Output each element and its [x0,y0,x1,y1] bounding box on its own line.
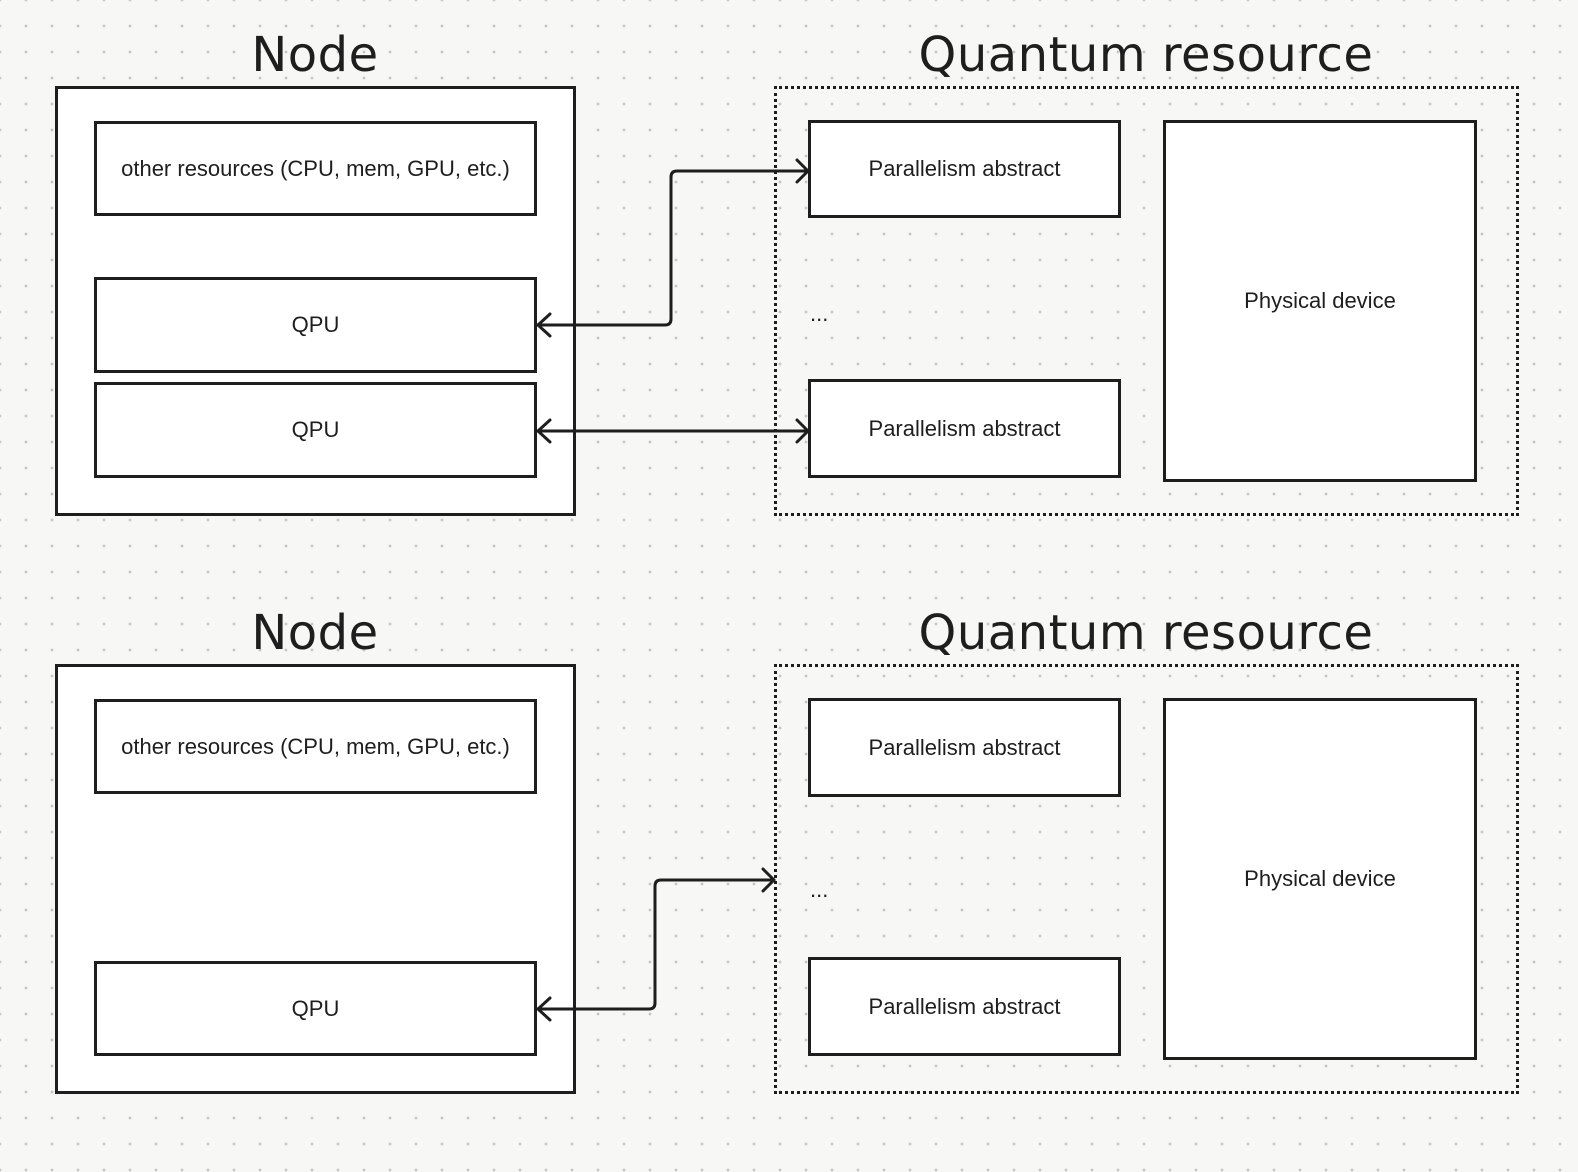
parallelism-abstract-box[interactable]: Parallelism abstract [808,379,1121,478]
node-title: Node [251,605,379,661]
arrowhead-right [795,418,810,444]
parallelism-abstract-box[interactable]: Parallelism abstract [808,698,1121,797]
physical-device-box[interactable]: Physical device [1163,698,1477,1060]
qpu-label: QPU [291,312,340,337]
other-resources-box[interactable]: other resources (CPU, mem, GPU, etc.) [94,699,537,794]
connector-qpu-to-abstract [536,169,810,327]
ellipsis: ... [810,877,829,902]
ellipsis: ... [810,301,829,326]
parallelism-abstract-label: Parallelism abstract [868,993,1061,1019]
other-resources-label: other resources (CPU, mem, GPU, etc.) [121,155,510,181]
quantum-resource-container[interactable] [774,664,1519,1094]
qpu-box[interactable]: QPU [94,382,537,478]
parallelism-abstract-label: Parallelism abstract [868,734,1061,760]
node-title: Node [251,27,379,83]
arrowhead-left [536,418,552,444]
physical-device-label: Physical device [1244,866,1396,891]
qpu-label: QPU [291,417,340,442]
quantum-resource-title: Quantum resource [918,27,1374,83]
arrowhead-left [536,996,552,1022]
physical-device-box[interactable]: Physical device [1163,120,1477,482]
connector-qpu-to-quantum-resource [536,878,776,1011]
quantum-resource-container[interactable] [774,86,1519,516]
other-resources-box[interactable]: other resources (CPU, mem, GPU, etc.) [94,121,537,216]
parallelism-abstract-box[interactable]: Parallelism abstract [808,957,1121,1056]
parallelism-abstract-label: Parallelism abstract [868,156,1061,181]
arrowhead-right [761,867,776,893]
parallelism-abstract-label: Parallelism abstract [868,415,1061,441]
arrowhead-left [536,312,552,338]
physical-device-label: Physical device [1244,288,1396,313]
qpu-box[interactable]: QPU [94,277,537,373]
parallelism-abstract-box[interactable]: Parallelism abstract [808,120,1121,218]
arrowhead-right [795,158,810,184]
other-resources-label: other resources (CPU, mem, GPU, etc.) [121,733,510,759]
qpu-box[interactable]: QPU [94,961,537,1056]
qpu-label: QPU [291,995,340,1021]
quantum-resource-title: Quantum resource [918,605,1374,661]
